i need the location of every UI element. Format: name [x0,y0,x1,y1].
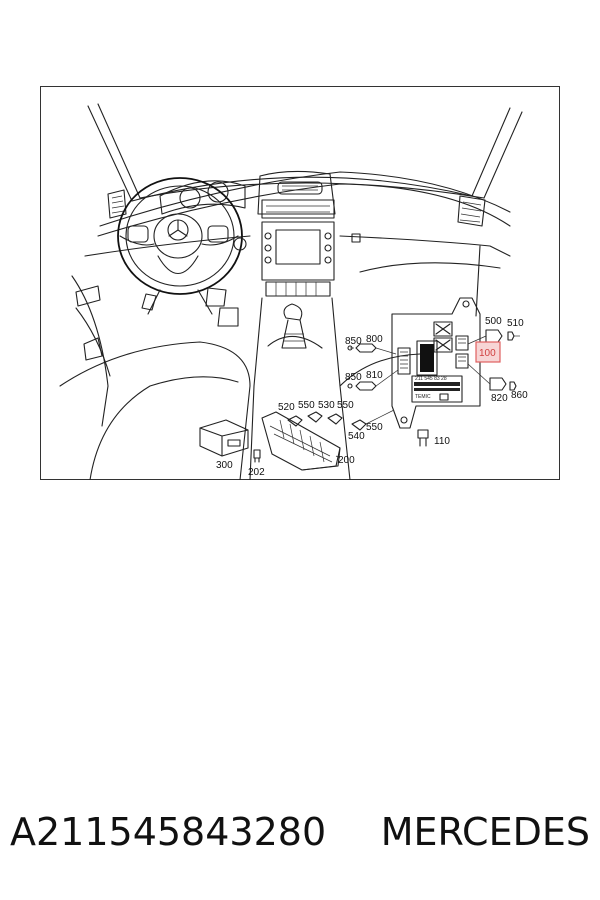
diagram-frame [40,86,560,480]
callout-300: 300 [216,460,233,471]
callout-520: 520 [278,402,295,413]
callout-202: 202 [248,467,265,478]
part-number: A211545843280 [10,810,327,854]
callout-labels: 500 510 100 820 860 850 800 850 810 520 … [216,316,528,478]
callout-510: 510 [507,318,524,329]
module-label-brand: TEMIC [415,394,431,400]
callout-850-lower: 850 [345,372,362,383]
callout-200: 200 [338,455,355,466]
callout-110: 110 [434,436,450,447]
parts-diagram: 211 545 83 28 TEMIC [40,86,560,480]
callout-500: 500 [485,316,502,327]
callout-550-c: 550 [366,422,383,433]
callout-100-highlight [475,341,501,363]
callout-100: 100 [479,348,496,359]
callout-540: 540 [348,431,365,442]
callout-550-a: 550 [298,400,315,411]
callout-860: 860 [511,390,528,401]
connector-parts [199,329,520,471]
dashboard-drawing [59,103,523,480]
callout-530: 530 [318,400,335,411]
module-label-line1: 211 545 83 28 [415,376,447,382]
callout-820: 820 [491,393,508,404]
product-caption: A211545843280 MERCEDES [10,802,590,862]
callout-850-upper: 850 [345,336,362,347]
control-module: 211 545 83 28 TEMIC [391,297,481,429]
callout-550-b: 550 [337,400,354,411]
callout-810: 810 [366,370,383,381]
callout-800: 800 [366,334,383,345]
brand-name: MERCEDES [380,810,590,854]
